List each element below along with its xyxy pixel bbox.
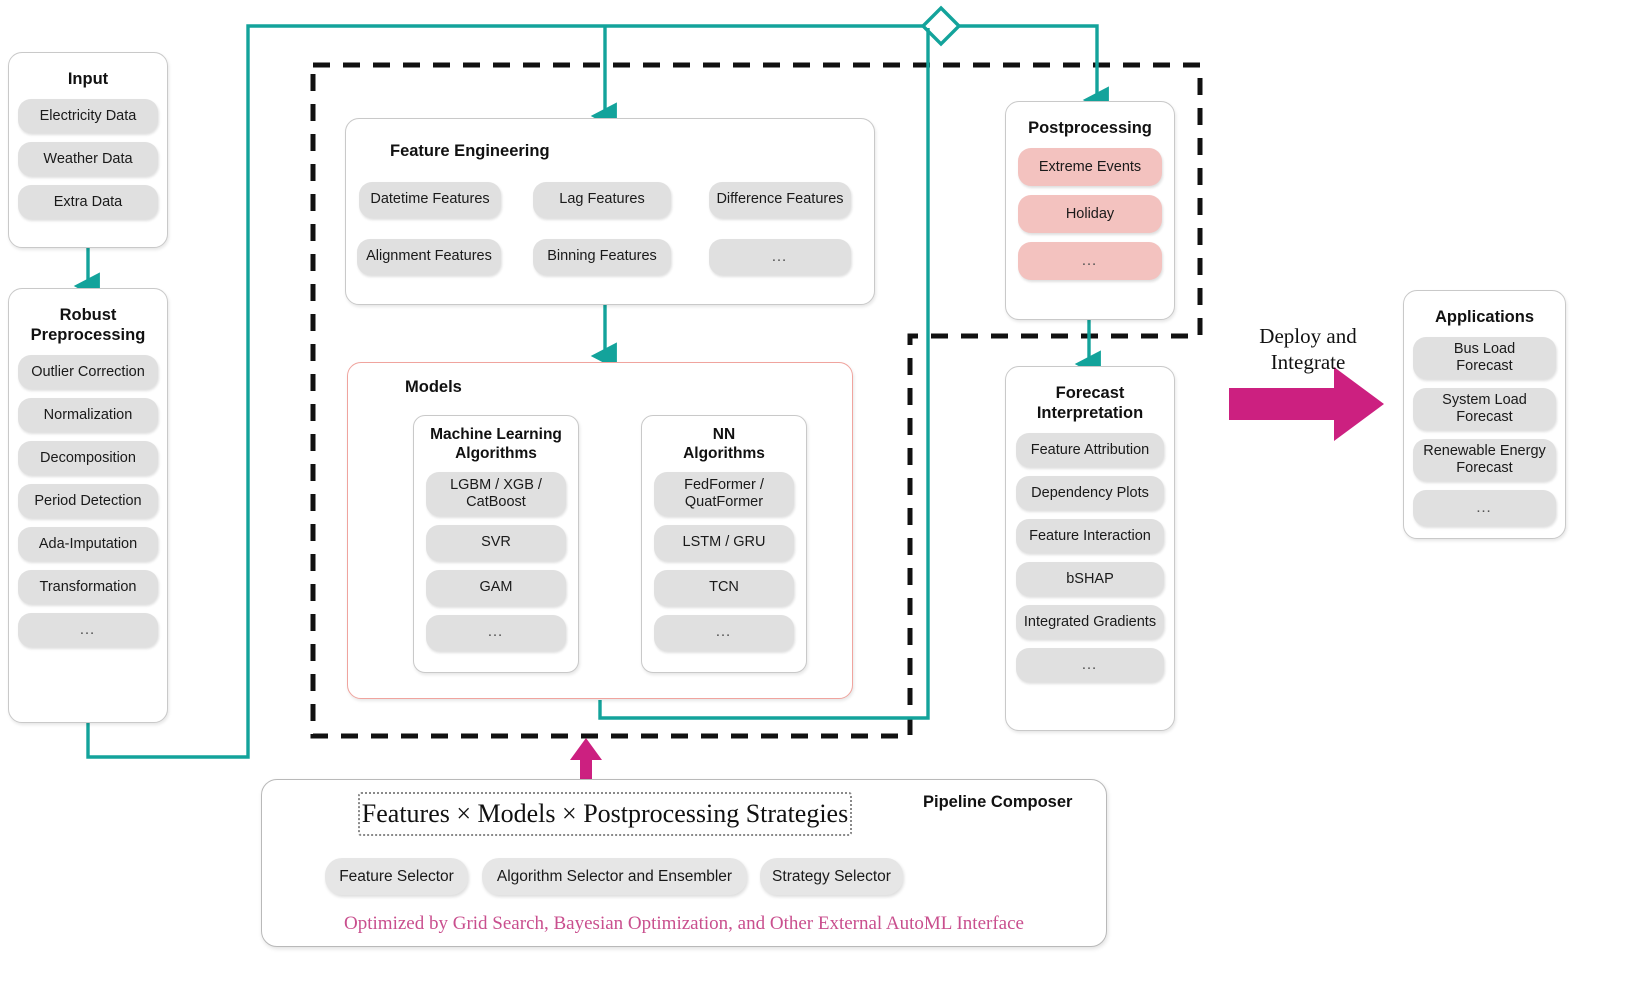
pipeline-formula-box: Features × Models × Postprocessing Strat… [358,792,852,836]
forecast-interpretation-card: Forecast Interpretation Feature Attribut… [1005,366,1175,731]
nn-item-more[interactable]: … [654,614,794,651]
applications-item-bus-load-line2: Forecast [1456,358,1513,375]
selector-strategy[interactable]: Strategy Selector [760,858,903,895]
applications-item-bus-load[interactable]: Bus Load Forecast [1413,337,1556,380]
applications-item-system-load-line1: System Load [1442,392,1527,409]
fe-item-more[interactable]: … [709,239,851,275]
preprocessing-item-ada-imputation[interactable]: Ada-Imputation [18,527,158,562]
nn-item-transformer-line1: FedFormer / [684,476,764,493]
preprocessing-item-normalization[interactable]: Normalization [18,398,158,433]
deploy-arrow [1229,367,1384,441]
forecast-interpretation-title: Forecast Interpretation [1037,383,1143,423]
applications-item-renewable-energy[interactable]: Renewable Energy Forecast [1413,439,1556,482]
nn-item-transformer-line2: QuatFormer [684,493,764,510]
wire-core-to-postprocessing [957,24,1109,114]
ml-item-svr[interactable]: SVR [426,524,566,561]
preprocessing-title: Robust Preprocessing [31,305,146,345]
fe-item-lag-features[interactable]: Lag Features [533,182,671,218]
applications-item-bus-load-line1: Bus Load [1453,341,1516,358]
preprocessing-title-line2: Preprocessing [30,326,146,345]
applications-title: Applications [1434,308,1534,326]
ml-algorithms-subframe: Machine Learning Algorithms LGBM / XGB /… [413,415,579,673]
applications-item-more[interactable]: … [1413,490,1556,526]
nn-item-lstm-gru[interactable]: LSTM / GRU [654,524,794,561]
fi-item-dependency-plots[interactable]: Dependency Plots [1016,476,1164,511]
postprocessing-title: Postprocessing [1028,119,1152,137]
preprocessing-item-outlier-correction[interactable]: Outlier Correction [18,355,158,390]
diamond-junction [920,5,962,47]
input-title: Input [67,70,109,88]
fe-item-alignment-features[interactable]: Alignment Features [357,239,501,275]
pipeline-composer-title: Pipeline Composer [923,793,1073,811]
applications-item-renewable-energy-line1: Renewable Energy [1423,443,1546,460]
preprocessing-item-more[interactable]: … [18,613,158,648]
fi-item-more[interactable]: … [1016,648,1164,683]
postprocessing-card: Postprocessing Extreme Events Holiday … [1005,101,1175,320]
ml-item-gbdt-line1: LGBM / XGB / [450,476,542,493]
nn-algorithms-subframe: NN Algorithms FedFormer / QuatFormer LST… [641,415,807,673]
applications-card: Applications Bus Load Forecast System Lo… [1403,290,1566,539]
ml-item-gbdt-line2: CatBoost [466,493,526,510]
models-title: Models [405,378,462,396]
postprocessing-item-more[interactable]: … [1018,242,1162,281]
fe-item-datetime-features[interactable]: Datetime Features [359,182,501,218]
input-card: Input Electricity Data Weather Data Extr… [8,52,168,248]
ml-title-line2: Algorithms [455,444,537,462]
nn-algorithms-title: NN Algorithms [683,426,765,464]
applications-item-system-load-line2: Forecast [1456,409,1513,426]
nn-title-line1: NN [712,426,736,443]
deploy-label-line2: Integrate [1270,350,1346,375]
applications-item-system-load[interactable]: System Load Forecast [1413,388,1556,431]
nn-item-tcn[interactable]: TCN [654,569,794,606]
postprocessing-item-holiday[interactable]: Holiday [1018,195,1162,234]
deploy-label-line1: Deploy and [1259,324,1357,348]
input-item-weather[interactable]: Weather Data [18,142,158,177]
fi-item-feature-attribution[interactable]: Feature Attribution [1016,433,1164,468]
postprocessing-item-extreme-events[interactable]: Extreme Events [1018,148,1162,187]
preprocessing-item-period-detection[interactable]: Period Detection [18,484,158,519]
fi-item-bshap[interactable]: bSHAP [1016,562,1164,597]
fi-item-feature-interaction[interactable]: Feature Interaction [1016,519,1164,554]
selector-feature[interactable]: Feature Selector [325,858,468,895]
ml-item-gam[interactable]: GAM [426,569,566,606]
preprocessing-item-decomposition[interactable]: Decomposition [18,441,158,476]
selector-algorithm-ensembler[interactable]: Algorithm Selector and Ensembler [482,858,747,895]
ml-item-more[interactable]: … [426,614,566,651]
feature-engineering-title: Feature Engineering [390,142,550,160]
fi-title-line2: Interpretation [1036,404,1144,423]
automl-optimization-note: Optimized by Grid Search, Bayesian Optim… [344,913,1024,934]
fe-item-difference-features[interactable]: Difference Features [709,182,851,218]
input-item-electricity[interactable]: Electricity Data [18,99,158,134]
input-item-extra[interactable]: Extra Data [18,185,158,220]
fi-title-line1: Forecast [1055,384,1125,402]
fe-item-binning-features[interactable]: Binning Features [533,239,671,275]
preprocessing-title-line1: Robust [59,306,117,324]
applications-item-renewable-energy-line2: Forecast [1456,460,1513,477]
deploy-and-integrate-label: Deploy and Integrate [1228,323,1388,376]
ml-item-gbdt[interactable]: LGBM / XGB / CatBoost [426,471,566,516]
nn-title-line2: Algorithms [683,444,765,462]
ml-algorithms-title: Machine Learning Algorithms [430,426,562,464]
fi-item-integrated-gradients[interactable]: Integrated Gradients [1016,605,1164,640]
preprocessing-card: Robust Preprocessing Outlier Correction … [8,288,168,723]
preprocessing-item-transformation[interactable]: Transformation [18,570,158,605]
nn-item-transformer[interactable]: FedFormer / QuatFormer [654,471,794,516]
ml-title-line1: Machine Learning [430,426,562,443]
